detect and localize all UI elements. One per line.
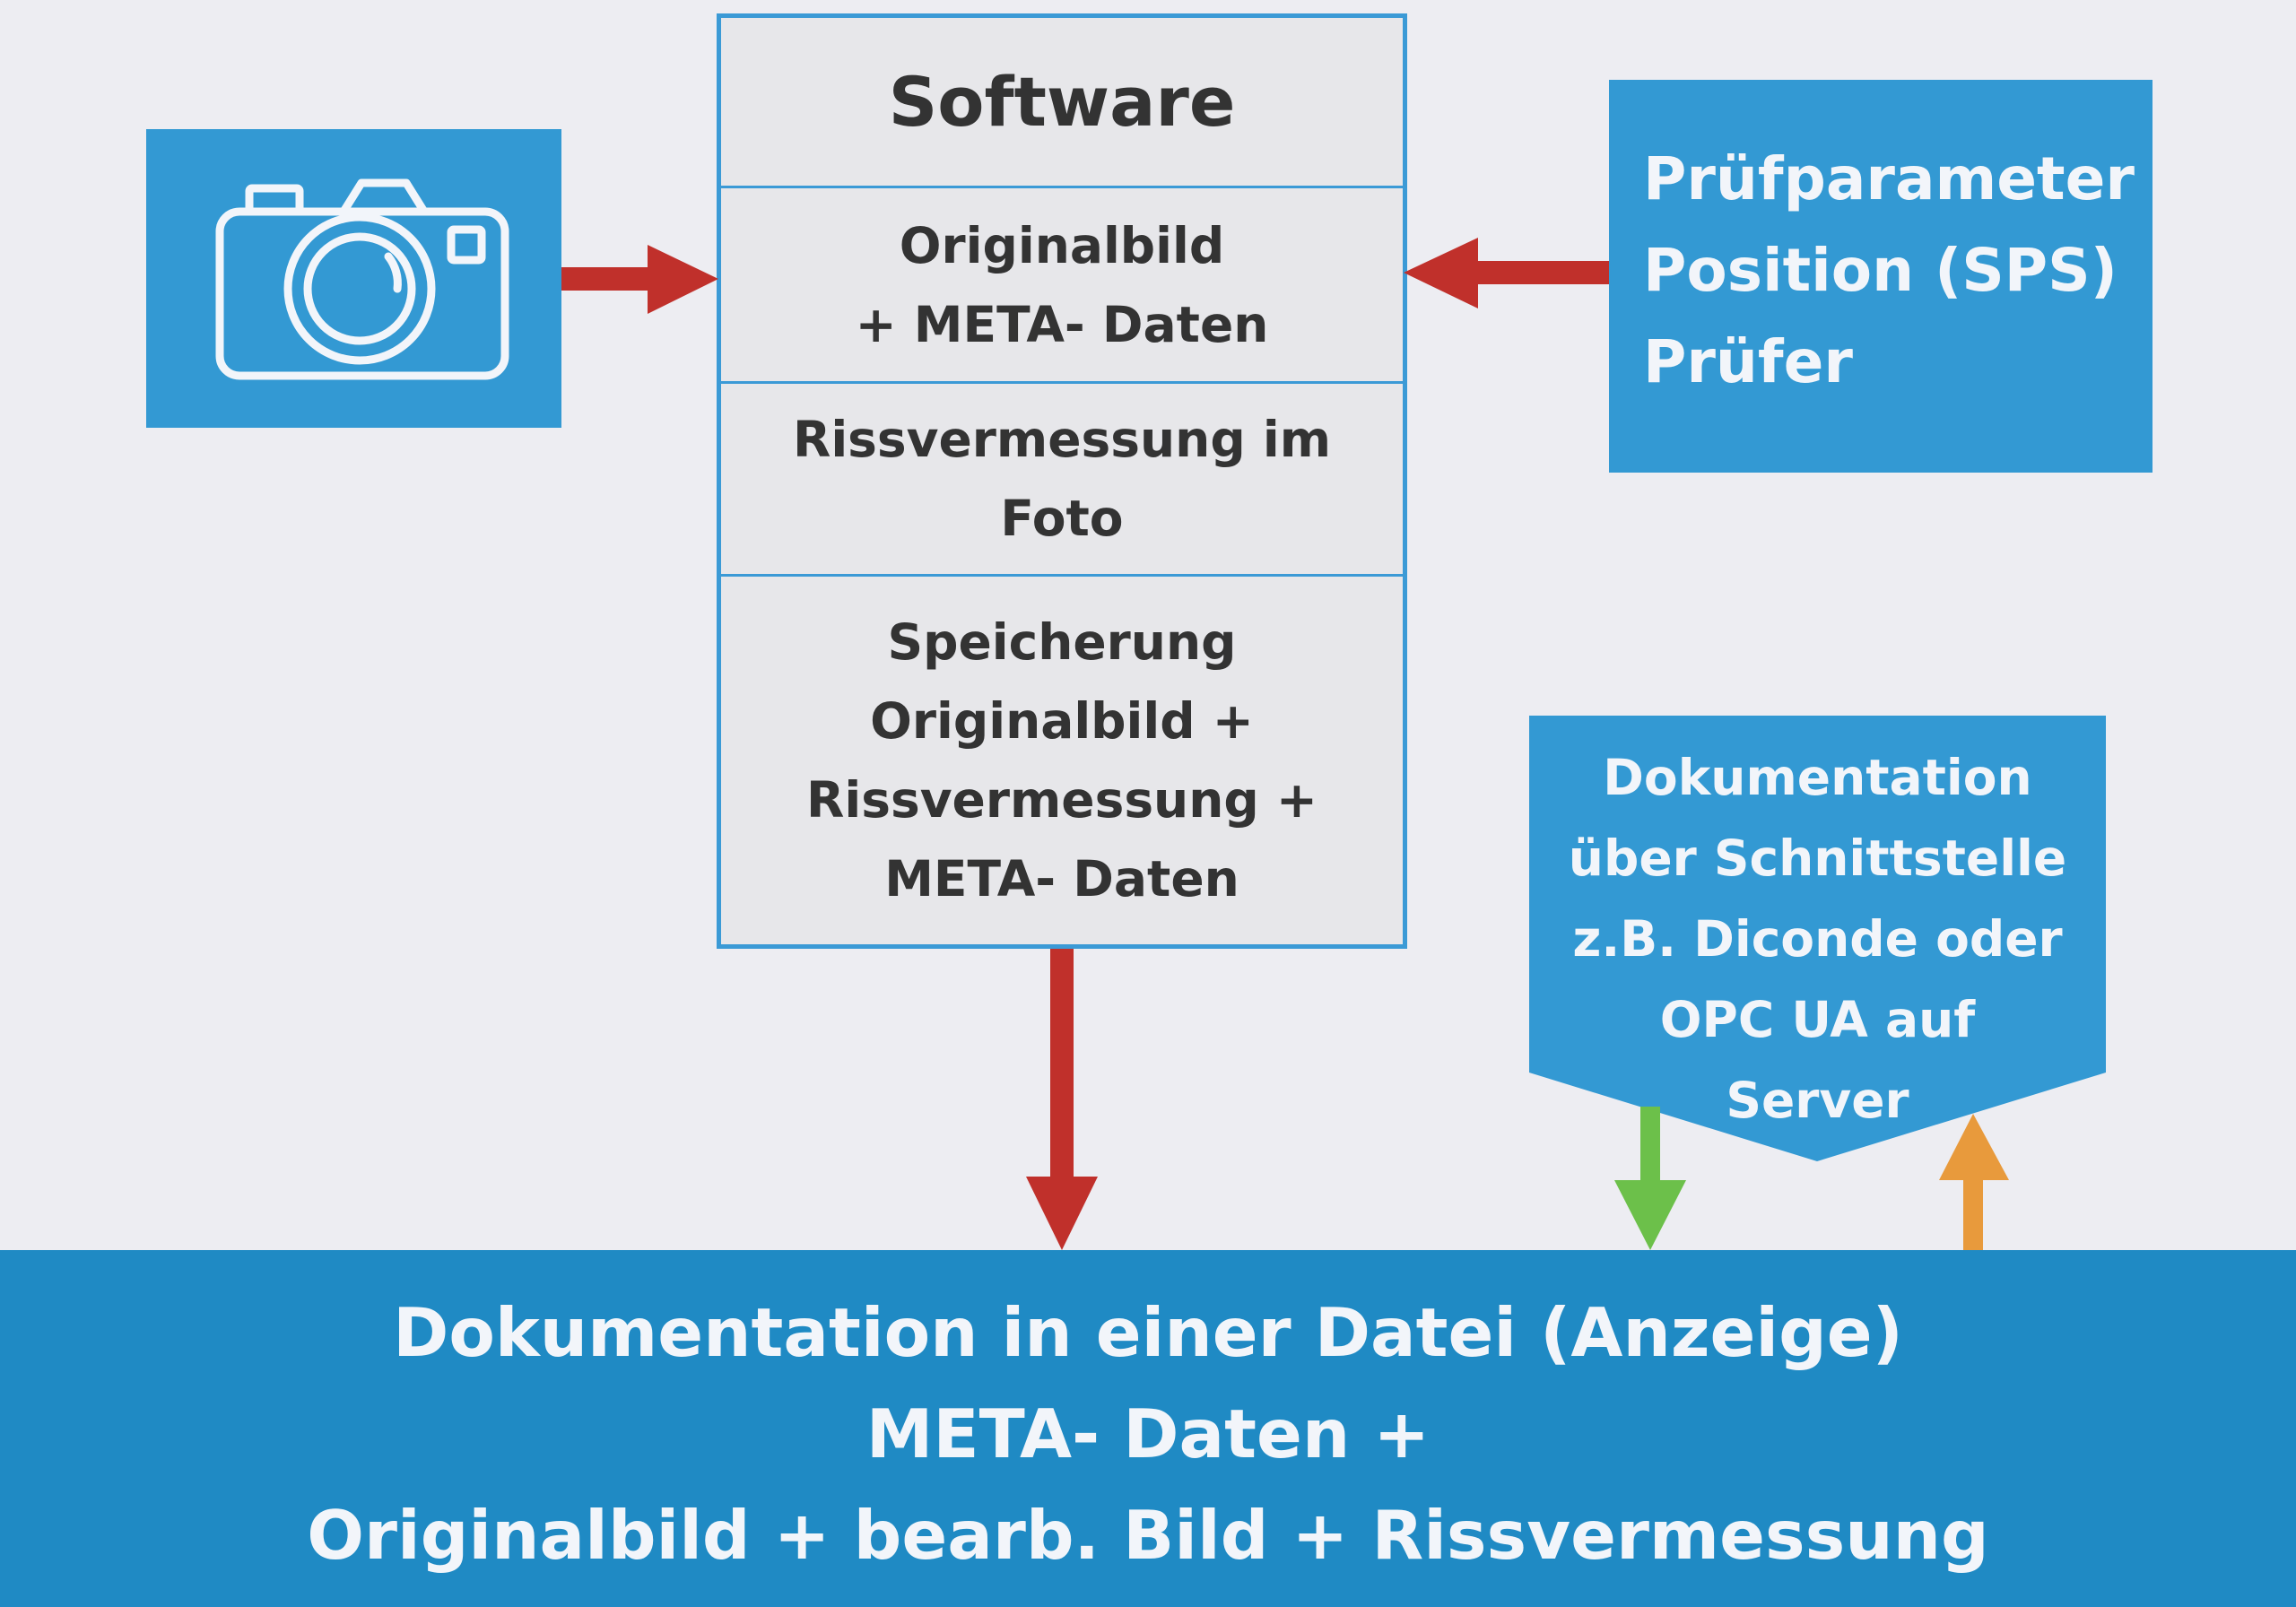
software-box: Software Originalbild + META- Daten Riss… — [717, 13, 1407, 949]
camera-box — [146, 129, 561, 428]
camera-icon — [215, 178, 509, 380]
software-section-crack-measurement: Rissvermessung im Foto — [792, 411, 1332, 547]
software-divider — [721, 381, 1403, 384]
documentation-band: Dokumentation in einer Datei (Anzeige) M… — [0, 1250, 2296, 1607]
software-section-original-image: Originalbild + META- Daten — [855, 216, 1269, 353]
interface-text: Dokumentation über Schnittstelle z.B. Di… — [1568, 749, 2067, 1129]
software-title: Software — [888, 61, 1236, 142]
arrow-camera-to-software — [561, 245, 718, 314]
arrow-software-to-documentation — [1026, 949, 1098, 1250]
software-divider — [721, 574, 1403, 577]
parameter-box: Prüfparameter Position (SPS) Prüfer — [1609, 80, 2152, 473]
software-divider — [721, 186, 1403, 188]
arrow-parameters-to-software — [1404, 238, 1609, 308]
arrow-documentation-to-interface — [1939, 1114, 2009, 1250]
arrow-interface-to-documentation — [1614, 1107, 1686, 1250]
interface-box — [1529, 716, 2106, 1161]
software-section-storage: Speicherung Originalbild + Rissvermessun… — [806, 613, 1318, 908]
